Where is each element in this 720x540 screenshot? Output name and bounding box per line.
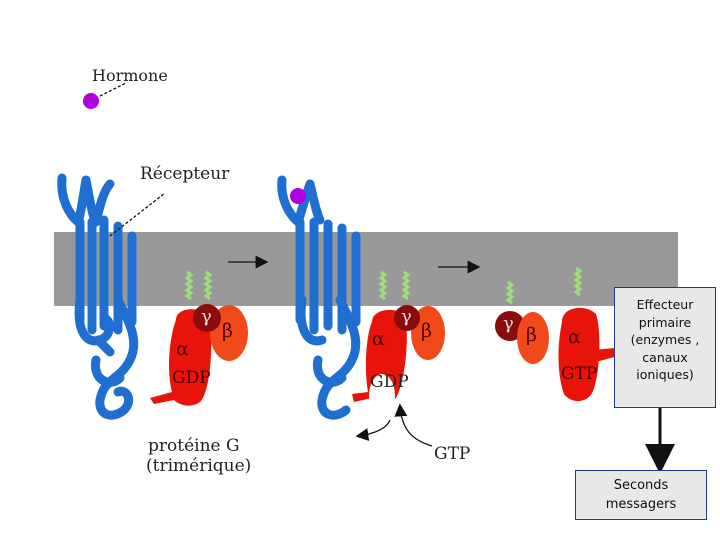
hormone-label: Hormone — [92, 66, 168, 85]
gamma-label-3: γ — [503, 313, 514, 334]
g-gamma-subunit-2 — [394, 305, 420, 331]
lipid-anchors-3 — [505, 266, 583, 305]
gdp-label-2: GDP — [370, 372, 409, 392]
messengers-line-2: messagers — [605, 497, 677, 512]
gdp-release-white — [369, 374, 395, 418]
cell-membrane — [54, 232, 678, 306]
g-alpha-subunit-1 — [150, 309, 212, 406]
g-gamma-subunit-1 — [193, 304, 221, 332]
hormone-icon — [83, 93, 99, 109]
bound-hormone-icon — [290, 188, 306, 204]
lipid-anchors-2 — [378, 270, 411, 301]
g-alpha-subunit-2 — [352, 309, 407, 405]
gtp-in-arrow — [394, 403, 433, 447]
effector-box: Effecteur primaire (enzymes , canaux ion… — [614, 287, 716, 408]
effector-line-1: Effecteur — [636, 297, 694, 312]
g-alpha-gtp-subunit — [558, 307, 600, 402]
beta-label-1: β — [222, 320, 233, 342]
second-messengers-box: Seconds messagers — [575, 470, 707, 520]
gamma-label-1: γ — [201, 306, 212, 327]
g-beta-subunit-3 — [517, 312, 549, 364]
gtp-free-label: GTP — [434, 444, 471, 464]
beta-label-2: β — [421, 320, 432, 342]
beta-label-3: β — [526, 324, 537, 346]
gamma-label-2: γ — [401, 306, 412, 327]
effector-line-3: (enzymes , — [630, 332, 700, 347]
lipid-anchors-1 — [184, 270, 213, 301]
g-protein-label-line1: protéine G — [148, 436, 240, 456]
gtp-label-3: GTP — [561, 364, 598, 384]
effector-line-2: primaire — [638, 314, 692, 330]
gdp-out-arrow — [355, 419, 391, 441]
effector-line-4: canaux — [642, 349, 688, 365]
effector-line-5: ioniques) — [636, 367, 694, 382]
receptor-2 — [277, 175, 361, 420]
messengers-line-1: Seconds — [613, 478, 669, 493]
alpha-label-3: α — [568, 326, 581, 348]
g-protein-label-line2: (trimérique) — [146, 456, 252, 476]
receptor-label: Récepteur — [140, 164, 230, 184]
gdp-label-1: GDP — [172, 368, 211, 388]
alpha-label-1: α — [176, 338, 189, 360]
alpha-label-2: α — [372, 328, 385, 350]
effector-contact — [594, 348, 618, 362]
